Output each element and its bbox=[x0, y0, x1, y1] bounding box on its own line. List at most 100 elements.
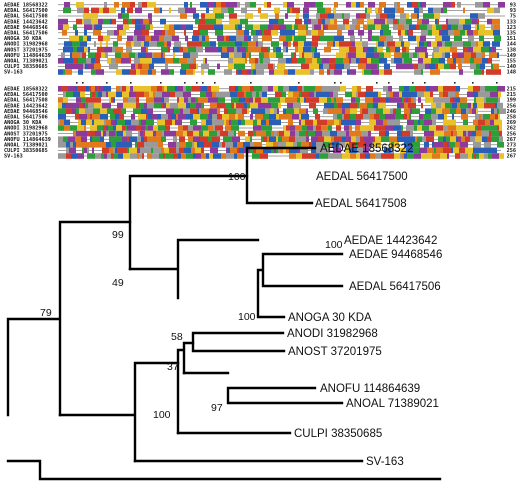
residue-block bbox=[190, 2, 192, 8]
residue-block bbox=[283, 2, 287, 8]
residue-block bbox=[159, 153, 163, 159]
alignment-gap bbox=[58, 10, 63, 11]
residue-block bbox=[100, 136, 104, 142]
residue-block bbox=[236, 108, 242, 114]
alignment-sequence-name: ANOST 37201975 bbox=[4, 131, 48, 137]
residue-block bbox=[58, 153, 66, 159]
alignment-gap bbox=[202, 54, 210, 56]
residue-block bbox=[321, 24, 323, 30]
alignment-gap bbox=[179, 38, 183, 39]
residue-block bbox=[173, 136, 177, 142]
alignment-gap bbox=[357, 110, 360, 112]
residue-block bbox=[152, 69, 156, 75]
alignment-sequence-name: ANOFU 114864639 bbox=[4, 53, 51, 59]
alignment-gap bbox=[342, 32, 348, 34]
residue-block bbox=[319, 69, 324, 75]
residue-block bbox=[290, 130, 295, 137]
residue-block bbox=[126, 41, 131, 47]
residue-block bbox=[284, 69, 288, 75]
residue-block bbox=[99, 7, 103, 14]
residue-block bbox=[436, 125, 443, 131]
alignment-gap bbox=[132, 49, 138, 50]
residue-block bbox=[444, 130, 451, 137]
residue-block bbox=[91, 7, 99, 14]
residue-block bbox=[171, 142, 176, 148]
residue-block bbox=[138, 114, 146, 120]
residue-block bbox=[97, 86, 99, 92]
residue-block bbox=[283, 125, 286, 131]
residue-block bbox=[179, 46, 183, 53]
residue-block bbox=[237, 2, 240, 8]
residue-block bbox=[58, 58, 63, 64]
residue-block bbox=[279, 35, 286, 42]
residue-block bbox=[206, 7, 209, 14]
residue-block bbox=[394, 52, 402, 58]
alignment-gap bbox=[320, 54, 324, 56]
alignment-gap bbox=[485, 54, 489, 56]
residue-block bbox=[489, 52, 497, 58]
conservation-mark bbox=[184, 82, 186, 84]
residue-block bbox=[451, 130, 453, 137]
alignment-position: 155 bbox=[507, 59, 516, 65]
residue-block bbox=[492, 41, 500, 47]
alignment-gap bbox=[66, 116, 70, 118]
residue-block bbox=[377, 63, 379, 70]
residue-block bbox=[125, 125, 127, 131]
residue-block bbox=[409, 52, 413, 58]
alignment-gap bbox=[451, 15, 455, 17]
residue-block bbox=[292, 35, 294, 42]
alignment-gap bbox=[323, 4, 328, 6]
residue-block bbox=[393, 24, 398, 30]
conservation-mark bbox=[454, 82, 456, 84]
residue-block bbox=[358, 30, 364, 36]
residue-block bbox=[337, 114, 342, 120]
residue-block bbox=[173, 153, 178, 159]
alignment-gap bbox=[264, 71, 269, 73]
residue-block bbox=[447, 142, 449, 148]
alignment-gap bbox=[240, 138, 245, 140]
residue-block bbox=[107, 153, 111, 159]
alignment-gap bbox=[132, 144, 135, 146]
alignment-gap bbox=[215, 71, 218, 73]
alignment-gap bbox=[364, 4, 366, 6]
residue-block bbox=[446, 125, 448, 131]
residue-block bbox=[415, 86, 419, 92]
alignment-gap bbox=[447, 10, 454, 11]
residue-block bbox=[229, 52, 234, 58]
alignment-gap bbox=[174, 71, 180, 73]
alignment-gap bbox=[126, 110, 133, 112]
alignment-gap bbox=[416, 99, 418, 101]
residue-block bbox=[421, 69, 423, 75]
alignment-gap bbox=[302, 4, 304, 6]
residue-block bbox=[450, 108, 456, 114]
residue-block bbox=[95, 58, 100, 64]
residue-block bbox=[242, 69, 247, 75]
residue-block bbox=[201, 102, 204, 109]
residue-block bbox=[361, 130, 368, 137]
residue-block bbox=[363, 24, 368, 30]
alignment-gap bbox=[481, 10, 484, 11]
residue-block bbox=[349, 58, 351, 64]
residue-block bbox=[186, 69, 193, 75]
residue-block bbox=[170, 91, 173, 98]
residue-block bbox=[253, 69, 256, 75]
residue-block bbox=[393, 91, 399, 98]
residue-block bbox=[277, 130, 279, 137]
residue-block bbox=[365, 97, 373, 103]
residue-block bbox=[123, 153, 130, 159]
residue-block bbox=[195, 147, 201, 154]
residue-block bbox=[237, 147, 239, 154]
alignment-gap bbox=[224, 15, 229, 17]
residue-block bbox=[416, 35, 420, 42]
residue-block bbox=[346, 130, 349, 137]
alignment-gap bbox=[129, 15, 136, 17]
residue-block bbox=[58, 24, 63, 30]
alignment-gap bbox=[391, 54, 394, 56]
residue-block bbox=[131, 119, 139, 126]
residue-block bbox=[349, 142, 356, 148]
residue-block bbox=[94, 63, 101, 70]
residue-block bbox=[63, 69, 65, 75]
residue-block bbox=[461, 108, 466, 114]
residue-block bbox=[260, 153, 268, 159]
residue-block bbox=[193, 130, 199, 137]
